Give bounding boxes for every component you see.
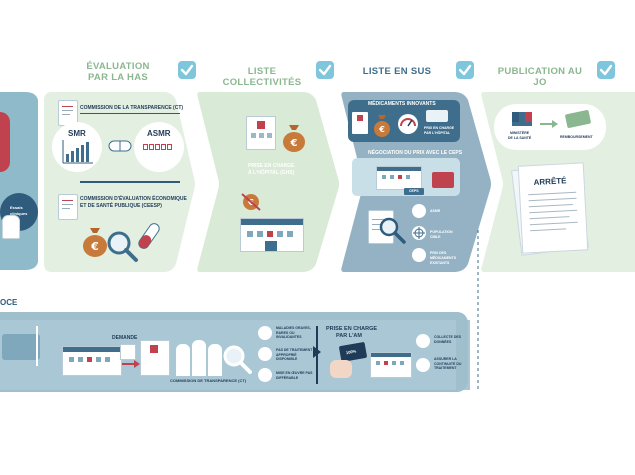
- money-bag-icon: €: [83, 228, 107, 257]
- doctors-group-icon: [176, 338, 224, 376]
- asmr-circle: ASMR: [134, 122, 184, 172]
- criteria-3: MISE EN ŒUVRE PAS DIFFÉRABLE: [276, 371, 313, 380]
- magnifier-icon: [223, 345, 252, 374]
- price-book-icon: [432, 172, 454, 188]
- hospital-building-icon: [62, 346, 122, 376]
- check-icon: [316, 61, 334, 79]
- ceps-tag: CEPS: [404, 188, 424, 195]
- svg-text:€: €: [290, 138, 298, 149]
- ministry-line1: MINISTÈRE: [510, 131, 530, 135]
- collectivites-line1: PRISE EN CHARGE: [248, 163, 295, 169]
- collectivites-line2: À L'HÔPITAL (GHS): [248, 170, 295, 176]
- reimbursement-label: REMBOURSEMENT: [560, 135, 593, 139]
- stage-title-evaluation-line2: PAR LA HAS: [88, 72, 148, 83]
- negotiation-title: NÉGOCIATION DU PRIX AVEC LE CEPS: [368, 150, 463, 156]
- coin-hand-icon: €: [241, 193, 261, 211]
- doctor-icon: [2, 215, 20, 239]
- sus-item-existing-prices: PRIX DES MÉDICAMENTS EXISTANTS: [430, 251, 457, 265]
- patient-bed-icon: [2, 334, 40, 360]
- stage-title-collectivites: LISTE COLLECTIVITÉS: [222, 66, 302, 88]
- criteria-icon-3: [258, 368, 272, 382]
- arrow-right-icon: [540, 120, 558, 128]
- existing-drugs-item-icon: [412, 248, 426, 262]
- pill-icon: [108, 140, 132, 152]
- ceesp-title-line2: ET DE SANTÉ PUBLIQUE (CEESP): [80, 203, 162, 209]
- prise-line2: PAR L'AM: [336, 333, 362, 339]
- prise-arrow-icon: [313, 346, 321, 358]
- ct-divider: [80, 113, 180, 114]
- smr-bars-icon: [62, 140, 93, 164]
- ceesp-divider: [80, 181, 180, 183]
- republic-logo-icon: [512, 112, 532, 126]
- innov-note-line2: PAR L'HÔPITAL: [424, 131, 451, 135]
- demande-label: DEMANDE: [112, 335, 138, 341]
- population-item-icon: [412, 226, 426, 240]
- ceesp-title-line1: COMMISSION D'ÉVALUATION ÉCONOMIQUE: [80, 196, 187, 202]
- outcome-icon-1: [416, 334, 430, 348]
- check-icon: [178, 61, 196, 79]
- stage-title-evaluation-line1: ÉVALUATION: [86, 61, 150, 72]
- outcome-2: ASSURER LA CONTINUITÉ DU TRAITEMENT: [434, 357, 462, 370]
- stage-title-jo: PUBLICATION AU JO: [497, 66, 583, 88]
- hand-icon: [330, 360, 352, 378]
- criteria-2: PAS DE TRAITEMENT APPROPRIÉ DISPONIBLE: [276, 348, 313, 361]
- criteria-icon-2: [258, 347, 272, 361]
- ceps-building-icon: [376, 166, 422, 190]
- essais-line2: cliniques: [10, 211, 28, 216]
- ceps-tag-label: CEPS: [409, 189, 419, 193]
- asmr-label: ASMR: [147, 129, 171, 138]
- svg-text:€: €: [378, 125, 385, 134]
- iv-stand-icon: [36, 326, 38, 366]
- ceesp-document-icon: [58, 194, 78, 220]
- ct-title: COMMISSION DE LA TRANSPARENCE (CT): [80, 105, 184, 111]
- check-icon: [597, 61, 615, 79]
- criteria-icon-1: [258, 326, 272, 340]
- magnifier-icon: [107, 231, 138, 262]
- check-icon: [456, 61, 474, 79]
- arrete-title: ARRÊTÉ: [533, 176, 567, 187]
- essais-line1: Essais: [10, 205, 23, 210]
- hospital-building-icon: [370, 352, 412, 378]
- hospital-small-icon: [140, 340, 170, 376]
- hospital-building-icon: [240, 218, 304, 252]
- asmr-item-icon: [412, 204, 426, 218]
- innov-hospital-icon: [352, 112, 368, 134]
- capsule-icon: [138, 223, 160, 249]
- percent-label: 100%: [345, 348, 357, 356]
- smr-label: SMR: [68, 129, 86, 138]
- money-bag-icon: €: [374, 115, 390, 137]
- asmr-scale-icon: [143, 144, 175, 150]
- sus-item-asmr: ASMR: [430, 209, 441, 213]
- gauge-icon: [398, 114, 418, 134]
- document-icon: [120, 344, 136, 360]
- stage-title-sus: LISTE EN SUS: [362, 66, 432, 77]
- oce-label: OCE: [0, 298, 18, 307]
- left-red-shape: [0, 112, 10, 172]
- hospital-small-icon: [246, 116, 276, 150]
- innov-ticket-icon: [426, 110, 448, 122]
- arrete-document: ARRÊTÉ: [517, 162, 589, 254]
- arrow-right-icon: [122, 360, 140, 368]
- innov-note-line1: PRIX EN CHARGE: [424, 126, 455, 130]
- outcome-1: COLLECTE DES DONNÉES: [434, 335, 462, 344]
- ministry-line2: DE LA SANTÉ: [508, 136, 532, 140]
- innov-title: MÉDICAMENTS INNOVANTS: [368, 101, 436, 107]
- outcome-icon-2: [416, 358, 430, 372]
- smr-circle: SMR: [52, 122, 102, 172]
- money-bag-icon: €: [283, 125, 305, 152]
- commission-label: COMMISSION DE TRANSPARENCE (CT): [170, 378, 247, 383]
- magnifier-icon: [379, 217, 406, 244]
- prise-line1: PRISE EN CHARGE: [326, 326, 378, 332]
- criteria-1: MALADIES GRAVES, RARES OU INVALIDANTES: [276, 326, 311, 339]
- stage-title-evaluation: ÉVALUATION PAR LA HAS: [68, 61, 168, 83]
- sus-item-population: POPULATION CIBLE: [430, 230, 453, 239]
- svg-text:€: €: [90, 240, 99, 253]
